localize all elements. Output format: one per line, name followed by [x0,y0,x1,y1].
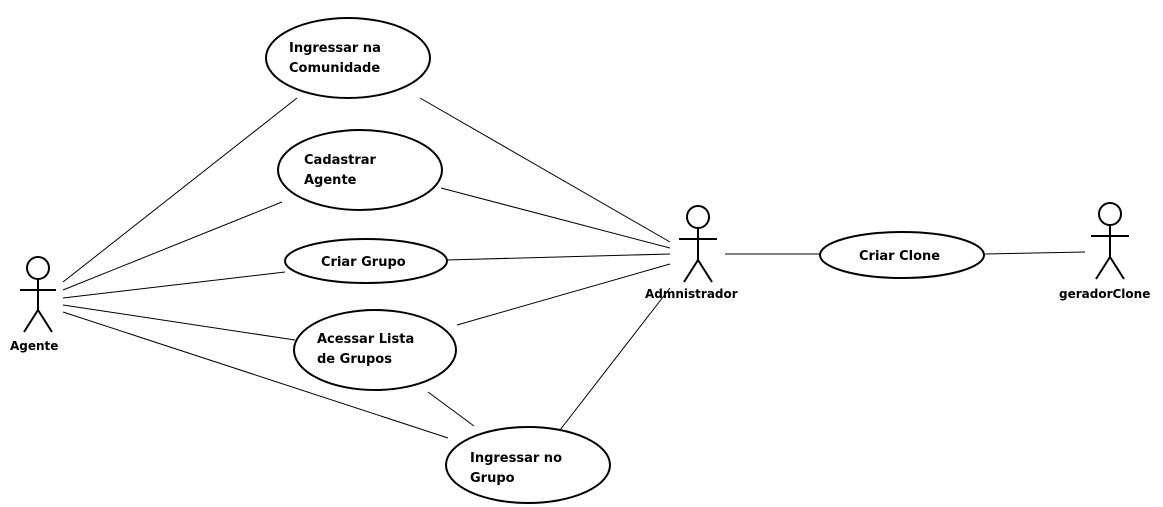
assoc-admin-criar-grupo [445,253,671,261]
use-case-ingressar-comunidade[interactable]: Ingressar na Comunidade [265,17,431,99]
use-case-label: Criar Grupo [321,255,406,270]
actor-admnistrador[interactable]: Admnistrador [645,205,738,301]
assoc-admin-ingressar-grupo [559,287,671,431]
actor-stick-figure-icon [20,256,56,333]
actor-geradorclone[interactable]: geradorClone [1059,202,1150,301]
use-case-label: Criar Clone [859,249,940,264]
use-case-label-line2: de Grupos [317,352,392,367]
assoc-agente-ingressar-comunidade [62,97,298,283]
assoc-admin-ingressar-comunidade [419,97,671,243]
assoc-admin-cadastrar-agente [440,187,671,249]
assoc-agente-ingressar-grupo [62,311,449,439]
actor-stick-figure-icon [1091,202,1129,280]
assoc-agente-criar-grupo [62,271,286,299]
assoc-acessar-lista-ingressar-grupo [427,391,475,427]
assoc-agente-cadastrar-agente [62,201,283,291]
actor-label: Admnistrador [645,287,738,301]
use-case-label-line1: Ingressar no [470,451,562,466]
use-case-label-line2: Grupo [470,471,515,486]
associations [62,97,1086,439]
actor-stick-figure-icon [679,205,717,283]
assoc-admin-acessar-lista [456,263,671,326]
use-case-criar-grupo[interactable]: Criar Grupo [284,238,448,284]
actor-agente[interactable]: Agente [10,256,58,353]
use-case-ingressar-grupo[interactable]: Ingressar no Grupo [445,426,611,504]
use-case-acessar-lista[interactable]: Acessar Lista de Grupos [293,309,457,391]
use-case-criar-clone[interactable]: Criar Clone [819,231,985,279]
assoc-gerador-criar-clone [984,251,1086,255]
use-case-label-line1: Ingressar na [289,41,381,56]
use-case-label-line2: Comunidade [289,61,380,76]
use-case-label-line2: Agente [304,173,357,188]
actor-label: Agente [10,339,58,353]
assoc-agente-acessar-lista [62,304,296,341]
use-case-cadastrar-agente[interactable]: Cadastrar Agente [277,129,443,211]
use-case-label-line1: Cadastrar [304,153,377,168]
actor-label: geradorClone [1059,287,1150,301]
use-case-label-line1: Acessar Lista [317,332,414,347]
